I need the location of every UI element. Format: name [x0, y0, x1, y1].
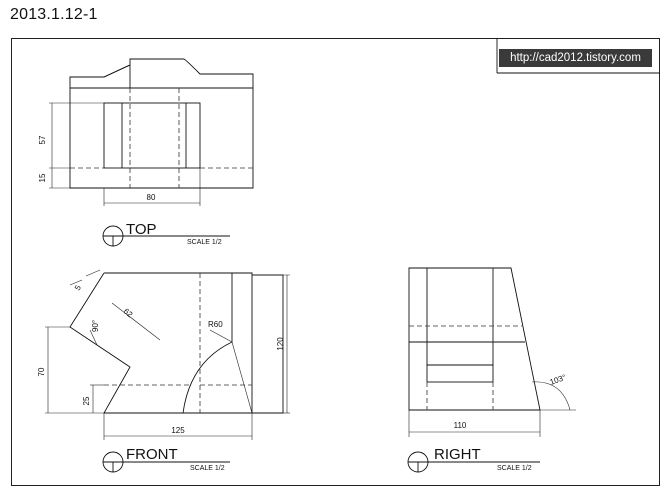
top-view-title: TOP	[126, 221, 157, 238]
front-view-title: FRONT	[126, 446, 178, 463]
front-view-scale: SCALE 1/2	[190, 465, 225, 472]
dim-5: 5	[73, 283, 83, 292]
dim-70: 70	[37, 367, 46, 376]
dim-120: 120	[276, 337, 285, 351]
dim-90: 90°	[91, 320, 100, 332]
top-view	[69, 58, 254, 189]
watermark-url: http://cad2012.tistory.com	[499, 49, 652, 67]
right-view-scale: SCALE 1/2	[497, 465, 532, 472]
right-view-label: RIGHT SCALE 1/2	[407, 446, 540, 473]
front-view	[69, 272, 284, 414]
dim-r60: R60	[208, 320, 223, 329]
dim-57: 57	[38, 135, 47, 144]
title-block-corner	[496, 38, 660, 74]
dim-80: 80	[147, 193, 156, 202]
dim-110: 110	[454, 421, 467, 430]
top-view-scale: SCALE 1/2	[187, 239, 222, 246]
top-view-label: TOP SCALE 1/2	[102, 221, 230, 247]
dim-25: 25	[82, 396, 91, 405]
dim-103: 103°	[549, 373, 568, 387]
dim-15: 15	[38, 173, 47, 182]
drawing-title: 2013.1.12-1	[10, 6, 98, 23]
dim-125: 125	[171, 426, 185, 435]
dim-62: 62	[122, 307, 135, 320]
right-view-title: RIGHT	[434, 446, 481, 463]
front-view-label: FRONT SCALE 1/2	[102, 446, 230, 473]
drawing-border	[11, 38, 660, 486]
front-view-dimensions: 5 90° 62 R60 120 70 25 125	[37, 269, 290, 440]
right-view	[408, 267, 541, 411]
top-view-dimensions: 57 15 80	[38, 102, 201, 206]
